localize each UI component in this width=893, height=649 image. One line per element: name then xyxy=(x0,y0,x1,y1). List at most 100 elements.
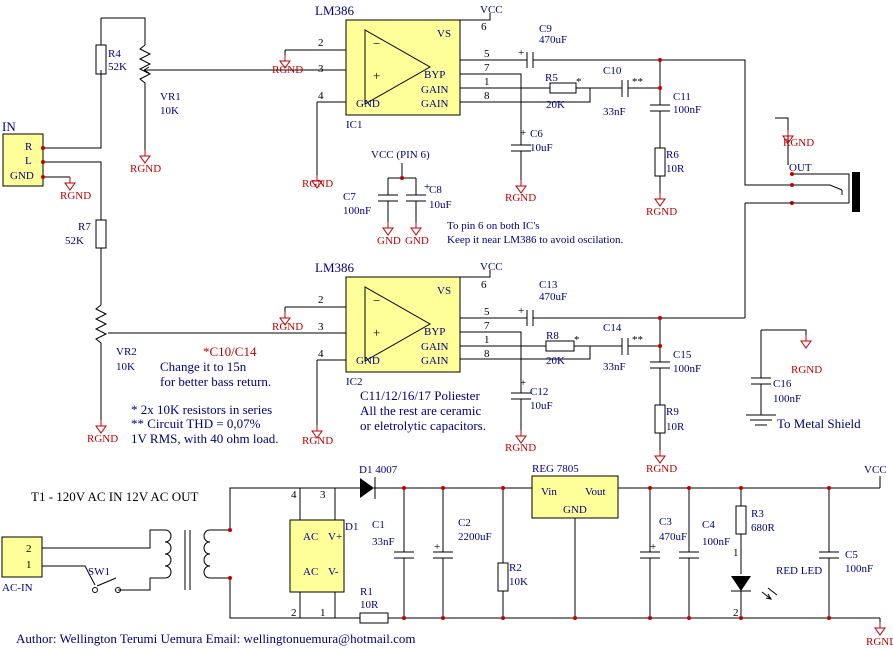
c16-gnd: RGND xyxy=(791,364,822,376)
note-p1: C11/12/16/17 Poliester xyxy=(360,388,480,403)
c11-value: 100nF xyxy=(673,104,701,116)
c10-label: C10 xyxy=(603,65,622,77)
r2-label: R2 xyxy=(509,562,522,574)
ic2-gnd: GND xyxy=(356,355,380,367)
r7-vr2: R7 52K VR2 10K RGND xyxy=(65,219,340,445)
bridge-vp: V+ xyxy=(328,531,342,543)
svg-text:+: + xyxy=(373,325,380,340)
r9-value: 10R xyxy=(666,421,685,433)
c9-label: C9 xyxy=(539,23,552,35)
reg-label: REG 7805 xyxy=(532,463,579,475)
ic2-gain2: GAIN xyxy=(421,355,449,367)
c7-value: 100nF xyxy=(343,205,371,217)
ic2-vs: VS xyxy=(437,285,451,297)
r7-label: R7 xyxy=(78,221,91,233)
ic2-output-network: + C13 470uF R8 20K * C14 33nF ** C15 100… xyxy=(505,279,745,475)
ic2-byp: BYP xyxy=(424,326,445,338)
vr2-gnd: RGND xyxy=(87,433,118,445)
c12-gnd: RGND xyxy=(505,442,536,454)
svg-text:8: 8 xyxy=(484,90,490,102)
svg-text:7: 7 xyxy=(484,320,490,332)
t1-note: T1 - 120V AC IN 12V AC OUT xyxy=(31,489,199,504)
svg-text:6: 6 xyxy=(481,279,487,291)
led-label: RED LED xyxy=(776,565,822,577)
reg-gnd: GND xyxy=(563,504,587,516)
svg-text:5: 5 xyxy=(484,306,490,318)
vr1-gnd-label: RGND xyxy=(130,163,161,175)
vcc-pin6: VCC (PIN 6) xyxy=(371,149,430,161)
r4-resistor: R4 52K VR1 10K RGND RGND xyxy=(60,17,340,202)
ic2-gnd4-label: RGND xyxy=(302,435,333,447)
c1-value: 33nF xyxy=(372,536,395,548)
svg-text:1: 1 xyxy=(320,607,326,619)
svg-text:+: + xyxy=(520,127,526,139)
r1-label: R1 xyxy=(360,586,373,598)
c5-value: 100nF xyxy=(845,563,873,575)
ps-gnd: RGND xyxy=(866,636,893,648)
ic1-gnd: GND xyxy=(356,98,380,110)
c16-label: C16 xyxy=(773,378,792,390)
c16-value: 100nF xyxy=(773,393,801,405)
ic1-output-network: + C9 470uF R5 20K * C10 33nF ** C11 100n… xyxy=(505,23,792,218)
ic1-gnd4-label: RGND xyxy=(302,178,333,190)
c8-gnd: GND xyxy=(405,235,429,247)
svg-text:−: − xyxy=(373,293,380,308)
svg-text:3: 3 xyxy=(320,489,326,501)
c7-gnd: GND xyxy=(377,235,401,247)
c6-gnd: RGND xyxy=(505,192,536,204)
c13-label: C13 xyxy=(539,279,558,291)
svg-text:3: 3 xyxy=(318,63,324,75)
c3-label: C3 xyxy=(659,516,672,528)
c8-label: C8 xyxy=(429,184,442,196)
r2-value: 10K xyxy=(509,576,528,588)
svg-text:4: 4 xyxy=(291,489,297,501)
c13-value: 470uF xyxy=(539,291,567,303)
c6-value: 10uF xyxy=(530,142,553,154)
r6-label: R6 xyxy=(666,149,679,161)
svg-text:+: + xyxy=(520,377,526,389)
svg-text:2: 2 xyxy=(318,294,324,306)
c12-label: C12 xyxy=(530,386,548,398)
r3-label: R3 xyxy=(751,508,764,520)
c9-value: 470uF xyxy=(539,34,567,46)
output-jack: RGND OUT xyxy=(744,117,860,318)
input-title: IN xyxy=(2,119,16,134)
svg-text:+: + xyxy=(373,68,380,83)
r6-gnd: RGND xyxy=(646,206,677,218)
c1-label: C1 xyxy=(372,519,385,531)
svg-text:+: + xyxy=(518,305,524,317)
ic2-name: LM386 xyxy=(315,260,355,275)
svg-text:2: 2 xyxy=(733,607,739,619)
c4-label: C4 xyxy=(702,519,715,531)
input-pin-l: L xyxy=(25,155,32,167)
input-pin-gnd: GND xyxy=(10,170,34,182)
svg-text:+: + xyxy=(434,541,440,553)
note-pin6b: Keep it near LM386 to avoid oscilation. xyxy=(447,234,624,246)
ic1-vcc: VCC xyxy=(480,4,503,16)
c15-value: 100nF xyxy=(673,363,701,375)
c4-value: 100nF xyxy=(702,536,730,548)
ic1-gain2: GAIN xyxy=(421,98,449,110)
r9-label: R9 xyxy=(666,406,679,418)
ic1-byp: BYP xyxy=(424,69,445,81)
note-pin6a: To pin 6 on both IC's xyxy=(447,220,540,232)
notes: *C10/C14 Change it to 15n for better bas… xyxy=(131,344,486,446)
bridge-ac1: AC xyxy=(303,531,318,543)
note-p2: All the rest are ceramic xyxy=(360,403,481,418)
ic2-ref: IC2 xyxy=(346,376,363,388)
r6-value: 10R xyxy=(666,163,685,175)
c10-value: 33nF xyxy=(603,106,626,118)
svg-text:**: ** xyxy=(632,334,643,346)
r3-value: 680R xyxy=(751,522,776,534)
svg-text:1: 1 xyxy=(733,547,739,559)
svg-text:1: 1 xyxy=(484,76,490,88)
c8-value: 10uF xyxy=(429,199,452,211)
svg-text:1: 1 xyxy=(484,334,490,346)
vr2-label: VR2 xyxy=(116,346,137,358)
author-credit: Author: Wellington Terumi Uemura Email: … xyxy=(16,631,415,646)
note-p3: or eletrolytic capacitors. xyxy=(360,418,486,433)
vr2-value: 10K xyxy=(116,361,135,373)
svg-text:+: + xyxy=(424,181,430,193)
in-gnd-label: RGND xyxy=(60,190,91,202)
